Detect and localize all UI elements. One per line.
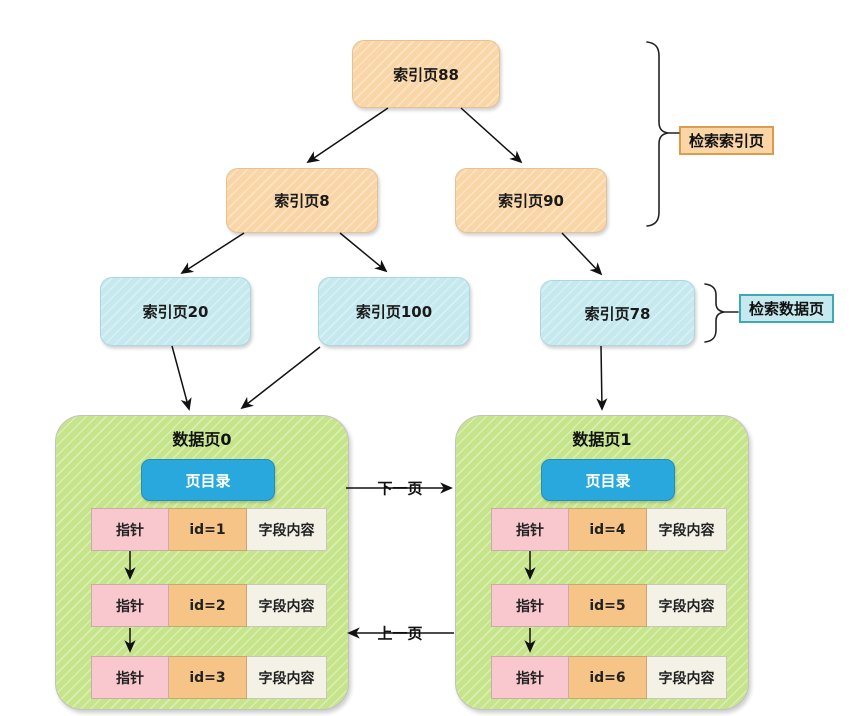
table-row: 指针 id=4 字段内容 <box>491 508 727 551</box>
id-cell: id=5 <box>569 584 647 627</box>
arrow-20-to-page0 <box>171 345 192 411</box>
arrow-100-to-page0 <box>240 346 321 410</box>
id-cell: id=6 <box>569 656 647 699</box>
content-cell: 字段内容 <box>247 656 327 699</box>
arrow-88-to-90 <box>460 107 523 164</box>
id-cell: id=4 <box>569 508 647 551</box>
table-row: 指针 id=2 字段内容 <box>91 584 327 627</box>
index-page-90-label: 索引页90 <box>498 192 564 210</box>
table-row: 指针 id=1 字段内容 <box>91 508 327 551</box>
content-cell: 字段内容 <box>647 656 727 699</box>
content-cell: 字段内容 <box>247 508 327 551</box>
index-page-100-node: 索引页100 <box>318 277 470 346</box>
arrow-8-to-100 <box>339 232 388 273</box>
arrow-8-to-20 <box>180 232 245 275</box>
table-row: 指针 id=6 字段内容 <box>491 656 727 699</box>
index-page-78-label: 索引页78 <box>584 304 651 323</box>
pointer-cell: 指针 <box>91 584 169 627</box>
content-cell: 字段内容 <box>247 584 327 627</box>
table-row: 指针 id=5 字段内容 <box>491 584 727 627</box>
index-phase-brace <box>646 41 669 227</box>
id-cell: id=2 <box>169 584 247 627</box>
pointer-cell: 指针 <box>491 584 569 627</box>
pointer-cell: 指针 <box>91 656 169 699</box>
index-page-88-node: 索引页88 <box>352 40 500 108</box>
pointer-cell: 指针 <box>491 508 569 551</box>
index-page-8-node: 索引页8 <box>226 168 378 233</box>
content-cell: 字段内容 <box>647 508 727 551</box>
arrow-88-to-8 <box>306 107 389 164</box>
prev-page-label: 上一页 <box>375 622 425 644</box>
index-page-90-node: 索引页90 <box>455 168 607 233</box>
content-cell: 字段内容 <box>647 584 727 627</box>
data-page-0-title: 数据页0 <box>172 430 232 449</box>
index-phase-label: 检索索引页 <box>679 126 775 155</box>
data-page-0: 数据页0 页目录 指针 id=1 字段内容 指针 id=2 字段内容 指针 id… <box>55 415 349 710</box>
next-page-label: 下一页 <box>375 477 425 499</box>
data-page-1-directory-button: 页目录 <box>541 459 675 501</box>
index-page-88-label: 索引页88 <box>393 65 459 84</box>
id-cell: id=1 <box>169 508 247 551</box>
index-page-20-label: 索引页20 <box>142 303 209 321</box>
id-cell: id=3 <box>169 656 247 699</box>
index-page-20-node: 索引页20 <box>100 277 251 346</box>
index-page-78-node: 索引页78 <box>540 280 695 346</box>
data-phase-label: 检索数据页 <box>739 294 835 323</box>
data-page-0-directory-button: 页目录 <box>141 459 275 501</box>
data-phase-brace <box>704 283 725 343</box>
arrow-78-to-page1 <box>596 345 608 411</box>
data-page-1: 数据页1 页目录 指针 id=4 字段内容 指针 id=5 字段内容 指针 id… <box>455 415 749 710</box>
data-page-1-title: 数据页1 <box>572 430 632 449</box>
table-row: 指针 id=3 字段内容 <box>91 656 327 699</box>
pointer-cell: 指针 <box>91 508 169 551</box>
arrow-90-to-78 <box>561 232 603 276</box>
pointer-cell: 指针 <box>491 656 569 699</box>
index-page-8-label: 索引页8 <box>274 192 330 210</box>
index-page-100-label: 索引页100 <box>355 303 433 321</box>
